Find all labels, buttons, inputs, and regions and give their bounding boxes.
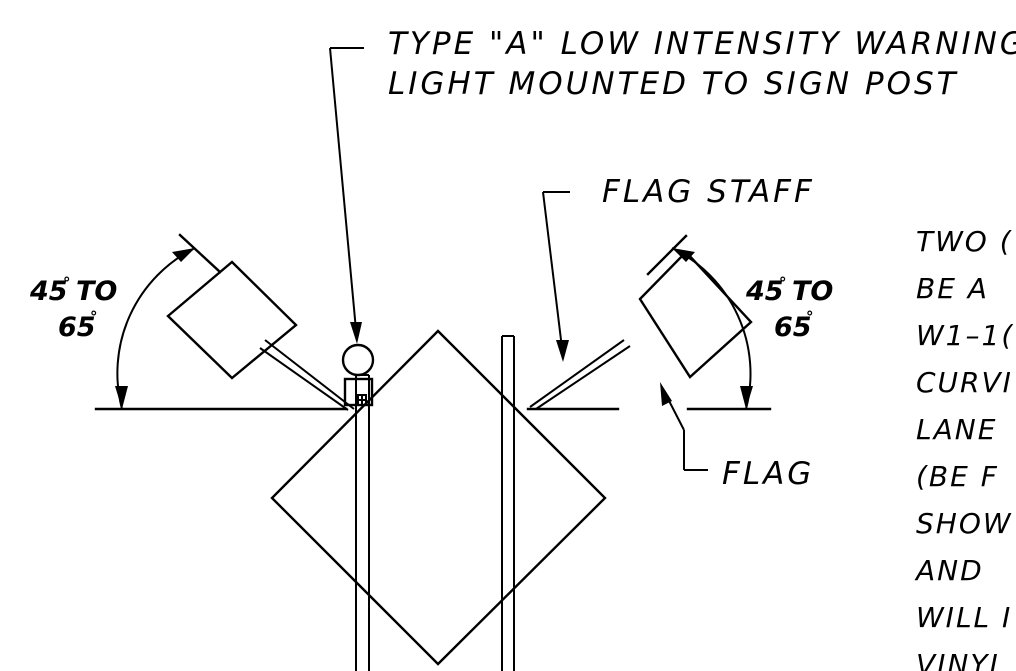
note-line: (BE F	[916, 460, 999, 493]
left-angle-upper: 65	[58, 312, 96, 343]
left-angle-from: 45	[29, 276, 68, 307]
light-leader	[329, 47, 364, 344]
right-angle-to: TO	[792, 276, 833, 307]
flag-staff-label: FLAG STAFF	[602, 174, 815, 210]
right-angle-dimension	[646, 234, 753, 410]
left-angle-to: TO	[76, 276, 117, 307]
right-angle-degree-1: °	[779, 274, 787, 292]
right-angle-upper: 65	[774, 312, 812, 343]
light-callout-line1: TYPE "A" LOW INTENSITY WARNING	[388, 26, 1016, 62]
right-flag	[526, 250, 772, 411]
warning-light	[341, 343, 375, 407]
note-line: SHOW	[916, 507, 1013, 540]
note-line: CURVI	[916, 366, 1013, 399]
flag-leader	[660, 382, 708, 471]
note-line: AND	[914, 554, 984, 587]
left-angle-dimension	[115, 233, 222, 410]
note-line: W1–1(	[916, 319, 1014, 352]
light-callout-line2: LIGHT MOUNTED TO SIGN POST	[388, 66, 959, 102]
left-angle-degree-2: °	[90, 308, 98, 326]
note-line: LANE	[916, 413, 997, 446]
left-angle-label: 45 ° TO 65 °	[29, 274, 117, 343]
left-sign-post	[355, 374, 370, 671]
note-line: WILL I	[916, 601, 1012, 634]
right-sign-post	[501, 335, 515, 671]
note-line: VINYL	[916, 648, 1007, 671]
note-line: TWO (	[916, 225, 1013, 258]
note-line: BE A	[916, 272, 989, 305]
left-angle-degree-1: °	[63, 274, 71, 292]
diamond-sign	[270, 329, 607, 666]
flag-label: FLAG	[722, 456, 814, 492]
right-angle-degree-2: °	[806, 308, 814, 326]
right-angle-from: 45	[745, 276, 784, 307]
note-block: TWO ( BE A W1–1( CURVI LANE (BE F SHOW A…	[914, 225, 1014, 671]
left-flag	[94, 260, 355, 411]
flag-staff-leader	[542, 191, 570, 362]
right-angle-label: 45 ° TO 65 °	[745, 274, 833, 343]
